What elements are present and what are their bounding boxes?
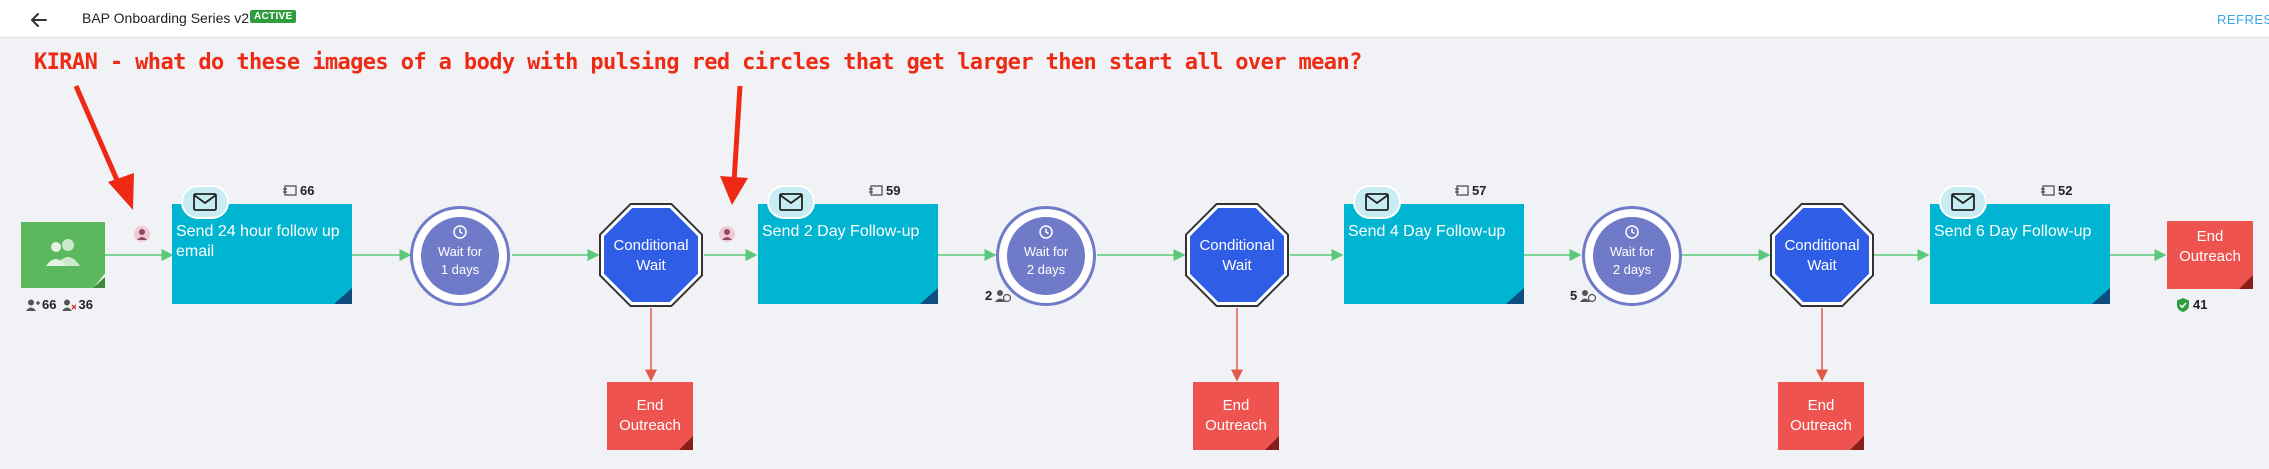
- annotation-arrow-right: [731, 85, 743, 183]
- start-node-fold: [93, 277, 105, 288]
- clock-icon: [1625, 225, 1639, 239]
- sent-mail-icon: [1455, 184, 1469, 196]
- status-badge: ACTIVE: [250, 10, 297, 23]
- conditional-line2: Wait: [636, 257, 666, 274]
- wait-line1: Wait for: [437, 244, 483, 259]
- top-bar: BAP Onboarding Series v2 ACTIVE REFRESH: [0, 0, 2269, 38]
- end-line2: Outreach: [1790, 417, 1852, 434]
- waiting-count: 5: [1570, 288, 1597, 303]
- email-step-node[interactable]: Send 6 Day Follow-up: [1930, 204, 2110, 304]
- end-line2: Outreach: [1205, 417, 1267, 434]
- enrolled-count: 66: [42, 297, 57, 312]
- wait-step-body: Wait for 2 days: [1593, 217, 1671, 295]
- people-icon: [46, 239, 80, 266]
- sent-mail-icon: [283, 184, 297, 196]
- conditional-line2: Wait: [1807, 257, 1837, 274]
- envelope-icon: [1951, 193, 1975, 211]
- conditional-line1: Conditional: [613, 237, 689, 254]
- clock-icon: [453, 225, 467, 239]
- end-line1: End: [1807, 397, 1835, 414]
- email-step-label: Send 6 Day Follow-up: [1934, 223, 2092, 240]
- person-add-icon: [26, 299, 40, 311]
- end-line1: End: [1222, 397, 1250, 414]
- refresh-button[interactable]: REFRESH: [2217, 12, 2269, 27]
- wait-step-node[interactable]: Wait for 1 days: [410, 206, 510, 306]
- sent-count: 59: [869, 183, 900, 198]
- sent-count-value: 66: [300, 183, 315, 198]
- shield-check-icon: [2177, 297, 2189, 312]
- email-step-node[interactable]: Send 24 hour follow up email: [172, 204, 352, 304]
- enrolled-stat: 66: [26, 297, 56, 312]
- completed-count-value: 41: [2193, 297, 2208, 312]
- contact-avatar-icon[interactable]: [134, 226, 150, 242]
- completed-count: 41: [2176, 297, 2207, 312]
- campaign-title: BAP Onboarding Series v2: [82, 10, 250, 26]
- wait-line2: 1 days: [440, 262, 480, 277]
- sent-count-value: 59: [886, 183, 901, 198]
- end-line2: Outreach: [619, 417, 681, 434]
- annotation-text: KIRAN - what do these images of a body w…: [34, 50, 1362, 75]
- envelope-icon: [779, 193, 803, 211]
- sent-mail-icon: [2041, 184, 2055, 196]
- envelope-icon: [193, 193, 217, 211]
- sent-count: 66: [283, 183, 314, 198]
- clock-icon: [1039, 225, 1053, 239]
- sent-mail-icon: [869, 184, 883, 196]
- sent-count-value: 52: [2058, 183, 2073, 198]
- wait-line2: 2 days: [1612, 262, 1652, 277]
- sent-count: 57: [1455, 183, 1486, 198]
- end-line2: Outreach: [2179, 248, 2241, 265]
- email-type-badge: [181, 185, 229, 219]
- wait-step-node[interactable]: Wait for 2 days: [1582, 206, 1682, 306]
- conditional-line1: Conditional: [1199, 237, 1275, 254]
- conditional-line2: Wait: [1222, 257, 1252, 274]
- email-type-badge: [767, 185, 815, 219]
- end-line1: End: [2196, 228, 2224, 245]
- contact-avatar-icon[interactable]: [719, 226, 735, 242]
- email-type-badge: [1353, 185, 1401, 219]
- end-line1: End: [636, 397, 664, 414]
- wait-line1: Wait for: [1609, 244, 1655, 259]
- person-waiting-icon: [995, 289, 1012, 302]
- back-arrow-icon[interactable]: [28, 9, 50, 31]
- start-audience-node[interactable]: [21, 222, 105, 288]
- person-remove-icon: [62, 299, 77, 311]
- wait-step-body: Wait for 2 days: [1007, 217, 1085, 295]
- email-step-node[interactable]: Send 4 Day Follow-up: [1344, 204, 1524, 304]
- waiting-count: 2: [985, 288, 1012, 303]
- conditional-line1: Conditional: [1784, 237, 1860, 254]
- email-type-badge: [1939, 185, 1987, 219]
- sent-count: 52: [2041, 183, 2072, 198]
- email-step-node[interactable]: Send 2 Day Follow-up: [758, 204, 938, 304]
- email-step-label: Send 4 Day Follow-up: [1348, 223, 1506, 240]
- wait-line1: Wait for: [1023, 244, 1069, 259]
- removed-stat: 36: [62, 297, 93, 312]
- waiting-count-value: 5: [1570, 288, 1578, 303]
- removed-count: 36: [78, 297, 93, 312]
- email-step-label: Send 2 Day Follow-up: [762, 223, 920, 240]
- wait-line2: 2 days: [1026, 262, 1066, 277]
- envelope-icon: [1365, 193, 1389, 211]
- wait-step-body: Wait for 1 days: [421, 217, 499, 295]
- email-step-label: Send 24 hour follow up email: [176, 223, 340, 260]
- sent-count-value: 57: [1472, 183, 1487, 198]
- person-waiting-icon: [1580, 289, 1597, 302]
- waiting-count-value: 2: [985, 288, 993, 303]
- annotation-arrow-left: [73, 85, 123, 188]
- annotation-arrows: [73, 85, 748, 210]
- wait-step-node[interactable]: Wait for 2 days: [996, 206, 1096, 306]
- start-stats: 66 36: [26, 297, 93, 312]
